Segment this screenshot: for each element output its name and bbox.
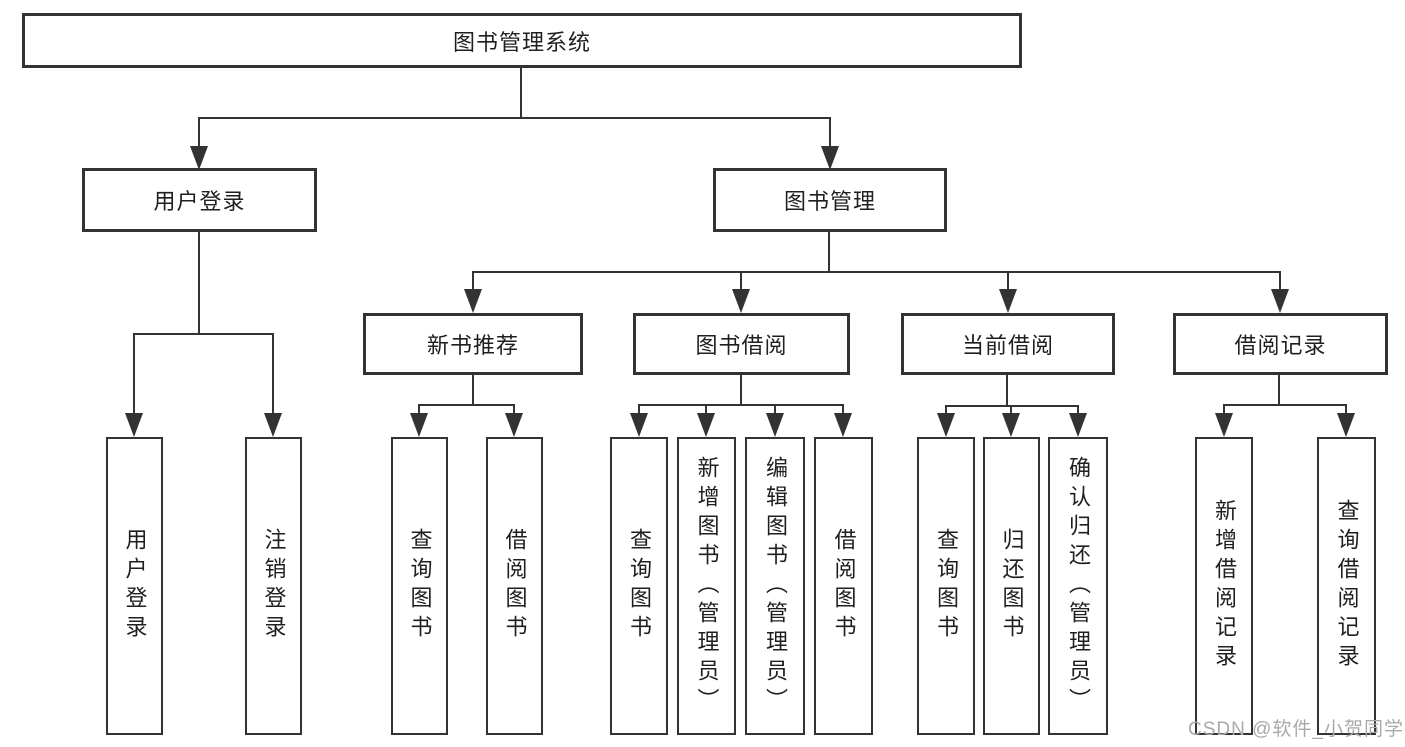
arrowhead-cb-leaf1 (937, 413, 955, 437)
leaf-user-login-1-label: 用户登录 (122, 528, 148, 644)
connector-drop-book-management (829, 117, 831, 149)
leaf-borrow-records-2: 查询借阅记录 (1317, 437, 1376, 735)
leaf-borrow-records-1: 新增借阅记录 (1195, 437, 1253, 735)
node-current-borrow-label: 当前借阅 (961, 333, 1054, 358)
leaf-borrow-records-1-label: 新增借阅记录 (1212, 499, 1237, 673)
leaf-new-book-rec-1: 查询图书 (391, 437, 448, 735)
connector-drop-bb-leaf2 (705, 404, 707, 418)
arrowhead-borrow-records (1271, 289, 1289, 313)
arrowhead-user-login (190, 146, 208, 170)
arrowhead-bb-leaf1 (630, 413, 648, 437)
node-new-book-rec-label: 新书推荐 (426, 333, 519, 358)
arrowhead-cb-leaf3 (1069, 413, 1087, 437)
connector-book-management-rail (472, 271, 1281, 273)
arrowhead-current-borrow (999, 289, 1017, 313)
leaf-current-borrow-2: 归还图书 (983, 437, 1040, 735)
leaf-borrow-records-2-label: 查询借阅记录 (1334, 499, 1360, 673)
connector-new-book-rec-stem (472, 375, 474, 405)
connector-drop-br-leaf1 (1223, 404, 1225, 418)
node-book-management: 图书管理 (713, 168, 947, 232)
leaf-user-login-2-label: 注销登录 (261, 528, 287, 644)
arrowhead-book-management (821, 146, 839, 170)
connector-current-borrow-stem (1006, 375, 1008, 406)
connector-new-book-rec-rail (418, 404, 515, 406)
connector-book-management-stem (828, 232, 830, 273)
connector-current-borrow-rail (945, 405, 1079, 407)
node-borrow-records: 借阅记录 (1173, 313, 1388, 375)
connector-drop-cb-leaf1 (945, 405, 947, 418)
node-root: 图书管理系统 (22, 13, 1022, 68)
connector-root-stem (520, 68, 522, 118)
connector-drop-ul-leaf1 (133, 333, 135, 415)
arrowhead-ul-leaf1 (125, 413, 143, 437)
leaf-book-borrow-1-label: 查询图书 (627, 528, 652, 644)
arrowhead-cb-leaf2 (1002, 413, 1020, 437)
connector-drop-bb-leaf3 (774, 404, 776, 418)
connector-user-login-stem (198, 232, 200, 335)
watermark: CSDN @软件_小贺同学 (1188, 719, 1404, 740)
connector-drop-bb-leaf1 (638, 404, 640, 418)
leaf-current-borrow-1-label: 查询图书 (934, 528, 959, 644)
node-root-label: 图书管理系统 (452, 29, 591, 55)
connector-drop-br-leaf2 (1345, 404, 1347, 418)
arrowhead-book-borrow (732, 289, 750, 313)
connector-drop-nbr-leaf1 (418, 404, 420, 418)
leaf-current-borrow-2-label: 归还图书 (999, 528, 1025, 644)
connector-borrow-records-rail (1223, 404, 1347, 406)
leaf-book-borrow-2: 新增图书（管理员） (677, 437, 736, 735)
connector-drop-user-login (198, 117, 200, 149)
connector-drop-cb-leaf3 (1077, 405, 1079, 418)
leaf-new-book-rec-2: 借阅图书 (486, 437, 543, 735)
leaf-new-book-rec-2-label: 借阅图书 (502, 528, 528, 644)
arrowhead-nbr-leaf2 (505, 413, 523, 437)
connector-drop-nbr-leaf2 (513, 404, 515, 418)
arrowhead-ul-leaf2 (264, 413, 282, 437)
node-current-borrow: 当前借阅 (901, 313, 1115, 375)
node-book-borrow: 图书借阅 (633, 313, 850, 375)
leaf-book-borrow-3: 编辑图书（管理员） (745, 437, 805, 735)
connector-drop-cb-leaf2 (1010, 405, 1012, 418)
leaf-new-book-rec-1-label: 查询图书 (407, 528, 433, 644)
arrowhead-br-leaf2 (1337, 413, 1355, 437)
leaf-user-login-2: 注销登录 (245, 437, 302, 735)
node-user-login: 用户登录 (82, 168, 317, 232)
arrowhead-new-book-rec (464, 289, 482, 313)
node-user-login-label: 用户登录 (153, 189, 246, 214)
arrowhead-bb-leaf2 (697, 413, 715, 437)
leaf-book-borrow-1: 查询图书 (610, 437, 668, 735)
connector-drop-ul-leaf2 (272, 333, 274, 415)
connector-book-borrow-stem (740, 375, 742, 405)
leaf-book-borrow-2-label: 新增图书（管理员） (694, 455, 720, 717)
arrowhead-br-leaf1 (1215, 413, 1233, 437)
leaf-book-borrow-4: 借阅图书 (814, 437, 873, 735)
leaf-user-login-1: 用户登录 (106, 437, 163, 735)
node-borrow-records-label: 借阅记录 (1234, 333, 1327, 358)
leaf-book-borrow-4-label: 借阅图书 (831, 528, 857, 644)
connector-root-rail (198, 117, 831, 119)
connector-borrow-records-stem (1278, 375, 1280, 405)
leaf-current-borrow-3-label: 确认归还（管理员） (1066, 455, 1091, 717)
node-book-management-label: 图书管理 (783, 189, 876, 214)
arrowhead-nbr-leaf1 (410, 413, 428, 437)
leaf-current-borrow-1: 查询图书 (917, 437, 975, 735)
node-book-borrow-label: 图书借阅 (695, 333, 788, 358)
arrowhead-bb-leaf4 (834, 413, 852, 437)
connector-user-login-rail (133, 333, 274, 335)
connector-drop-borrow-records (1279, 271, 1281, 291)
connector-book-borrow-rail (638, 404, 844, 406)
connector-drop-bb-leaf4 (842, 404, 844, 418)
leaf-current-borrow-3: 确认归还（管理员） (1048, 437, 1108, 735)
connector-drop-current-borrow (1007, 271, 1009, 291)
leaf-book-borrow-3-label: 编辑图书（管理员） (763, 455, 788, 717)
node-new-book-rec: 新书推荐 (363, 313, 583, 375)
connector-drop-book-borrow (740, 271, 742, 291)
connector-drop-new-book-rec (472, 271, 474, 291)
arrowhead-bb-leaf3 (766, 413, 784, 437)
